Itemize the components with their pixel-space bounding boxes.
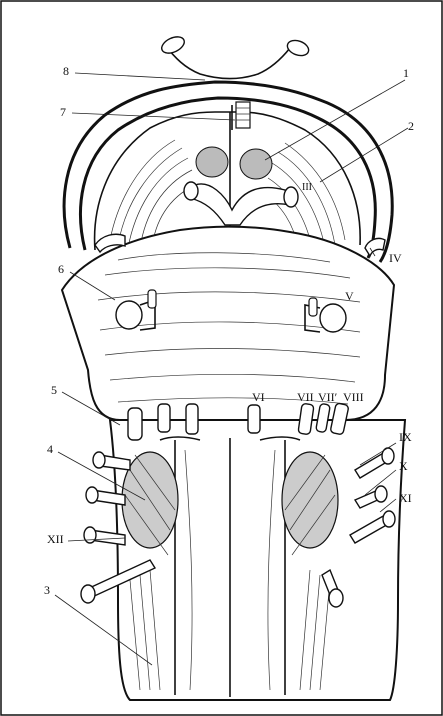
label-6: 6 [58, 262, 64, 276]
label-XI: XI [399, 491, 412, 505]
label-3: 3 [44, 583, 50, 597]
label-XII: XII [47, 532, 64, 546]
label-VII-prime: VII′ [318, 390, 338, 404]
label-5: 5 [51, 383, 57, 397]
label-VI: VI [252, 390, 265, 404]
label-1: 1 [403, 66, 409, 80]
label-IX: IX [399, 430, 412, 444]
medulla [110, 420, 405, 700]
label-4: 4 [47, 442, 53, 456]
label-III: III [302, 182, 312, 193]
label-IV: IV [389, 251, 402, 265]
label-VIII: VIII [343, 390, 364, 404]
label-2: 2 [408, 119, 414, 133]
label-7: 7 [60, 105, 66, 119]
label-X: X [399, 459, 408, 473]
label-V: V [345, 289, 354, 303]
label-VII: VII [297, 390, 314, 404]
label-8: 8 [63, 64, 69, 78]
